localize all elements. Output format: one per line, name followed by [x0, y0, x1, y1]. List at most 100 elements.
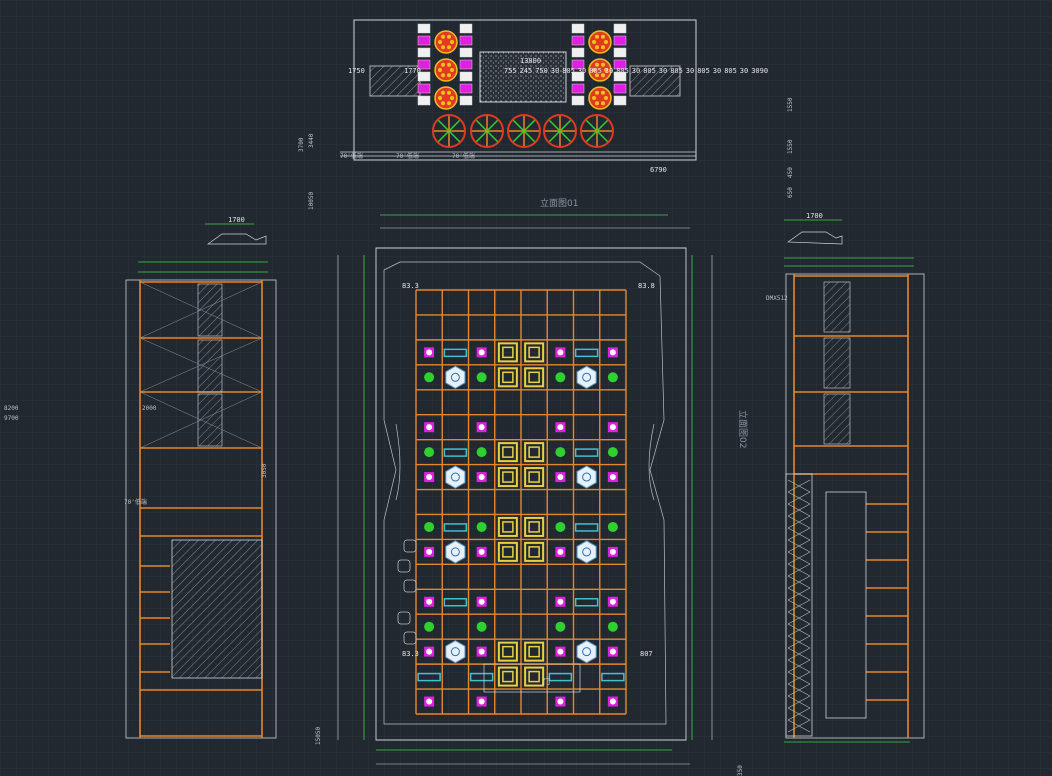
lens-dot — [601, 73, 605, 78]
blinder-inner — [502, 645, 514, 658]
moving-head-icon — [588, 30, 612, 54]
top-dim-20: 3090 — [751, 67, 768, 75]
tower-lattice — [787, 515, 811, 529]
lens-dot — [441, 45, 445, 50]
wheel-spoke — [596, 130, 609, 143]
top-right-dim-4: 650 — [787, 187, 794, 198]
blinder-inner — [528, 446, 540, 458]
lens-dot — [601, 90, 605, 95]
led-bar-icon — [574, 348, 599, 358]
top-dim-3: 245 — [520, 67, 533, 75]
lens-dot — [604, 40, 608, 44]
spot-lens — [426, 424, 433, 431]
tower-lattice — [787, 599, 811, 613]
top-dim-16: 805 — [697, 67, 710, 75]
wash-fixture-icon — [476, 372, 487, 383]
left-brace — [139, 281, 263, 339]
side-screen-right — [629, 65, 681, 97]
plan-corner-tr: 83.8 — [638, 282, 655, 290]
blinder-icon — [524, 541, 545, 562]
fixture-box — [613, 95, 627, 106]
wheel-spoke — [512, 119, 525, 132]
tower-lattice — [787, 623, 811, 637]
plan-corner-br: 807 — [640, 650, 653, 658]
lens-dot — [441, 34, 445, 39]
lens-dot — [441, 101, 445, 106]
venue-outline — [375, 247, 687, 741]
lens-dot — [441, 73, 445, 78]
lens-dot — [595, 62, 599, 67]
left-hatched-panel — [171, 539, 263, 679]
led-bar-icon — [417, 672, 441, 682]
wash-fixture-icon — [476, 521, 487, 532]
top-dim-5: 30 — [551, 67, 559, 75]
left-top-dim: 1700 — [228, 216, 245, 224]
wash-fixture-icon — [424, 447, 435, 458]
blinder-inner — [502, 346, 514, 359]
wheel-spoke — [475, 130, 488, 143]
blinder-inner — [528, 471, 540, 483]
spot-lens — [478, 548, 485, 555]
top-note-2: 70'低端 — [396, 152, 419, 160]
top-dim-11: 30 — [632, 67, 640, 75]
lens-dot — [595, 90, 599, 95]
tower-lattice — [787, 695, 811, 709]
tower-lattice — [787, 635, 811, 649]
top-dim-9: 30 — [605, 67, 613, 75]
wheel-spoke — [437, 130, 450, 143]
right-elevation[interactable]: 1700 DMX512 — [766, 212, 925, 743]
led-bar-icon — [443, 448, 468, 457]
wheel-spoke — [448, 130, 461, 143]
lens-dot — [447, 90, 451, 95]
wash-fixture-icon — [607, 372, 618, 383]
wash-fixture-icon — [607, 521, 618, 532]
wash-fixture-icon — [424, 521, 435, 532]
hex-fixture-icon — [445, 365, 466, 389]
led-bar-icon — [574, 448, 599, 457]
led-bar-icon — [443, 348, 468, 358]
fixture-box — [613, 71, 627, 82]
left-note: 70'低端 — [124, 498, 147, 506]
spot-lens — [478, 648, 485, 655]
plan-corner-bl: 83.3 — [402, 650, 419, 658]
top-dim-0: 1750 — [348, 67, 365, 75]
lens-dot — [595, 34, 599, 39]
hex-center — [450, 472, 460, 482]
wheel-spoke — [585, 119, 598, 132]
blinder-inner — [528, 371, 540, 384]
right-label: DMX512 — [766, 295, 788, 302]
tower-lattice — [787, 551, 811, 565]
top-dim-12: 805 — [643, 67, 656, 75]
blinder-icon — [524, 342, 545, 363]
left-elevation[interactable]: 1700 8200 9700 2000 3050 70'低端 — [4, 216, 277, 739]
wheel-spoke — [523, 119, 536, 132]
wheel-spoke — [585, 130, 598, 143]
wheel-spoke — [596, 119, 609, 132]
blinder-inner — [528, 521, 540, 533]
wash-fixture-icon — [607, 621, 618, 632]
wheel-light-icon — [432, 114, 466, 148]
hex-center — [582, 547, 592, 557]
lens-dot — [595, 45, 599, 50]
blinder-icon — [497, 342, 518, 363]
wheel-spoke — [486, 119, 499, 132]
spot-lens — [609, 424, 616, 431]
spot-lens — [478, 474, 485, 481]
tower-lattice — [787, 611, 811, 625]
stage-plan[interactable]: 立面图01 立面图02 门 83.3 83.8 83.3 807 15050 — [315, 197, 749, 765]
left-brace — [139, 391, 263, 449]
spot-lens — [609, 548, 616, 555]
lens-dot — [601, 62, 605, 67]
spot-lens — [426, 698, 433, 705]
fixture-box — [613, 47, 627, 58]
hex-center — [582, 647, 592, 657]
right-screen-panel — [823, 337, 851, 389]
lens-dot — [447, 62, 451, 67]
chair-icon — [403, 539, 417, 553]
top-total-dim: 13800 — [520, 57, 541, 65]
blinder-icon — [524, 467, 545, 488]
fixture-box — [571, 35, 585, 46]
fixture-box — [613, 23, 627, 34]
